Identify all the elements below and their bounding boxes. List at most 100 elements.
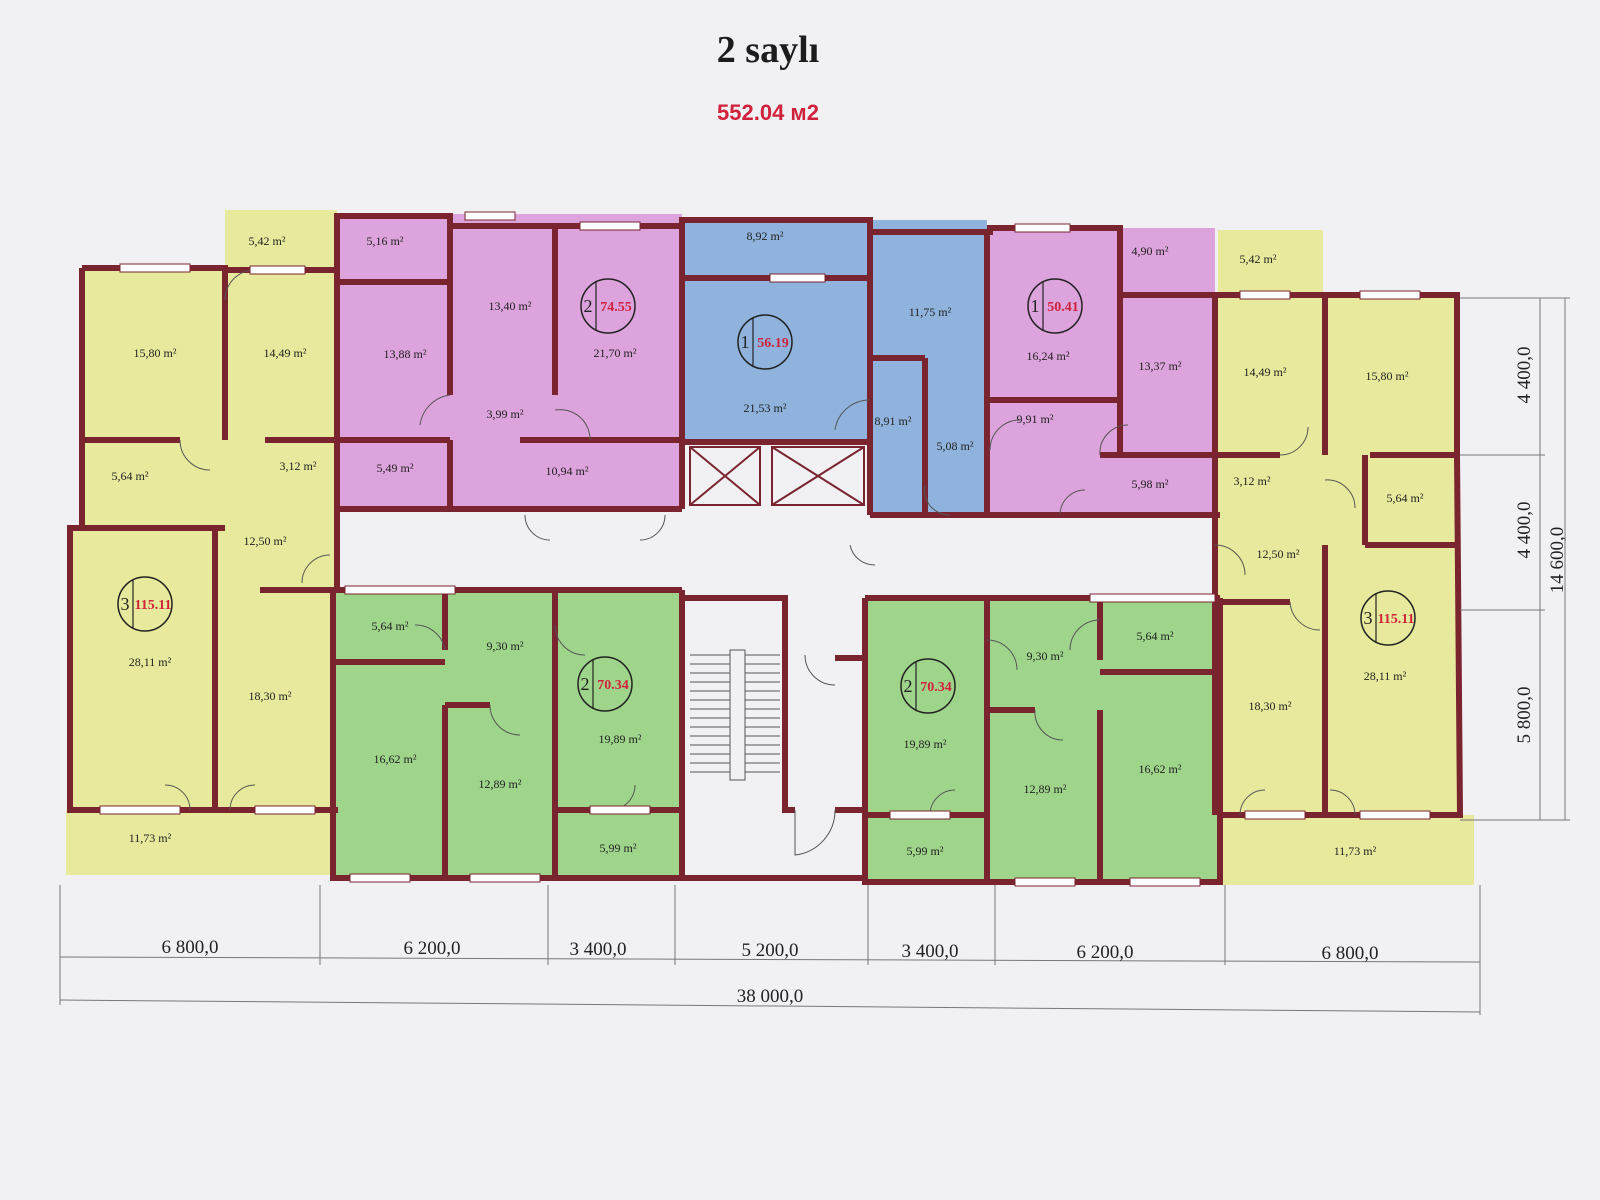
room-area-label: 13,37 m² — [1139, 359, 1182, 373]
unit-room-count: 3 — [121, 594, 130, 614]
unit-circle — [117, 576, 173, 632]
room-area-label: 13,88 m² — [384, 347, 427, 361]
room-area-label: 16,24 m² — [1027, 349, 1070, 363]
dimension-label: 6 200,0 — [404, 938, 461, 959]
room-area-label: 5,99 m² — [600, 841, 637, 855]
staircase — [690, 649, 780, 781]
dimension-label: 5 200,0 — [742, 940, 799, 961]
door-swings — [164, 269, 1356, 856]
unit-circle — [900, 658, 956, 714]
total-dimension-label: 38 000,0 — [737, 986, 804, 1007]
room-area-label: 12,89 m² — [1024, 782, 1067, 796]
room-area-label: 18,30 m² — [1249, 699, 1292, 713]
room-area-label: 5,49 m² — [377, 461, 414, 475]
unit-marker: 3 115.11 — [117, 576, 173, 632]
dimension-label: 3 400,0 — [902, 941, 959, 962]
unit-marker: 3 115.11 — [1360, 590, 1416, 646]
total-area-label: 552.04 м2 — [717, 100, 819, 125]
room-area-label: 21,70 m² — [594, 346, 637, 360]
total-height-label: 14 600,0 — [1547, 527, 1568, 594]
room-area-label: 8,91 m² — [875, 414, 912, 428]
room-area-label: 19,89 m² — [904, 737, 947, 751]
unit-area: 56.19 — [757, 336, 789, 351]
dimension-label: 5 800,0 — [1514, 687, 1535, 744]
room-area-label: 5,16 m² — [367, 234, 404, 248]
elevator-shafts — [689, 446, 865, 506]
room-area-label: 15,80 m² — [134, 346, 177, 360]
room-area-label: 11,73 m² — [129, 831, 172, 845]
room-area-label: 19,89 m² — [599, 732, 642, 746]
room-labels: 5,42 m² 5,16 m² 13,40 m² 8,92 m² 4,90 m² 5,42… — [112, 229, 1424, 858]
room-area-label: 5,42 m² — [249, 234, 286, 248]
unit-room-count: 2 — [904, 676, 913, 696]
unit-circle — [580, 278, 636, 334]
room-area-label: 8,92 m² — [747, 229, 784, 243]
room-area-label: 5,64 m² — [1137, 629, 1174, 643]
windows — [99, 211, 1431, 887]
unit-area: 50.41 — [1047, 300, 1079, 315]
room-area-label: 28,11 m² — [1364, 669, 1407, 683]
dimension-label: 6 800,0 — [162, 937, 219, 958]
room-area-label: 5,08 m² — [937, 439, 974, 453]
room-area-label: 14,49 m² — [264, 346, 307, 360]
unit-area: 70.34 — [920, 680, 952, 695]
room-area-label: 3,12 m² — [280, 459, 317, 473]
room-area-label: 14,49 m² — [1244, 365, 1287, 379]
unit-area: 115.11 — [135, 598, 172, 613]
dimension-label: 3 400,0 — [570, 939, 627, 960]
unit-room-count: 3 — [1364, 608, 1373, 628]
unit-circle — [1360, 590, 1416, 646]
room-area-label: 3,12 m² — [1234, 474, 1271, 488]
room-area-label: 16,62 m² — [1139, 762, 1182, 776]
unit-room-count: 2 — [581, 674, 590, 694]
room-area-label: 5,42 m² — [1240, 252, 1277, 266]
room-area-label: 5,98 m² — [1132, 477, 1169, 491]
room-area-label: 18,30 m² — [249, 689, 292, 703]
room-area-label: 12,89 m² — [479, 777, 522, 791]
room-area-label: 11,73 m² — [1334, 844, 1377, 858]
dimension-labels: 6 800,0 6 200,0 3 400,0 5 200,0 3 400,0 6 200… — [162, 347, 1569, 1008]
room-area-label: 5,64 m² — [1387, 491, 1424, 505]
unit-area: 74.55 — [600, 300, 632, 315]
room-area-label: 9,30 m² — [1027, 649, 1064, 663]
unit-room-count: 1 — [741, 332, 750, 352]
plan-title: 2 saylı — [716, 29, 820, 71]
room-area-label: 3,99 m² — [487, 407, 524, 421]
dimension-label: 4 400,0 — [1514, 347, 1535, 404]
room-area-label: 5,64 m² — [112, 469, 149, 483]
unit-circle — [737, 314, 793, 370]
room-fills — [66, 210, 1474, 885]
dimension-label: 6 200,0 — [1077, 942, 1134, 963]
room-area-label: 5,64 m² — [372, 619, 409, 633]
room-area-label: 12,50 m² — [244, 534, 287, 548]
room-area-label: 28,11 m² — [129, 655, 172, 669]
unit-room-count: 1 — [1031, 296, 1040, 316]
unit-area: 70.34 — [597, 678, 629, 693]
unit-circle — [577, 656, 633, 712]
unit-room-count: 2 — [584, 296, 593, 316]
dimension-label: 6 800,0 — [1322, 943, 1379, 964]
unit-circle — [1027, 278, 1083, 334]
stair-well — [729, 649, 746, 781]
room-area-label: 15,80 m² — [1366, 369, 1409, 383]
room-area-label: 9,91 m² — [1017, 412, 1054, 426]
room-area-label: 12,50 m² — [1257, 547, 1300, 561]
room-area-label: 13,40 m² — [489, 299, 532, 313]
room-area-label: 9,30 m² — [487, 639, 524, 653]
dimension-lines — [59, 297, 1570, 1015]
room-area-label: 11,75 m² — [909, 305, 952, 319]
room-area-label: 16,62 m² — [374, 752, 417, 766]
room-area-label: 5,99 m² — [907, 844, 944, 858]
room-area-label: 4,90 m² — [1132, 244, 1169, 258]
room-area-label: 10,94 m² — [546, 464, 589, 478]
unit-area: 115.11 — [1378, 612, 1415, 627]
dimension-label: 4 400,0 — [1514, 502, 1535, 559]
room-area-label: 21,53 m² — [744, 401, 787, 415]
